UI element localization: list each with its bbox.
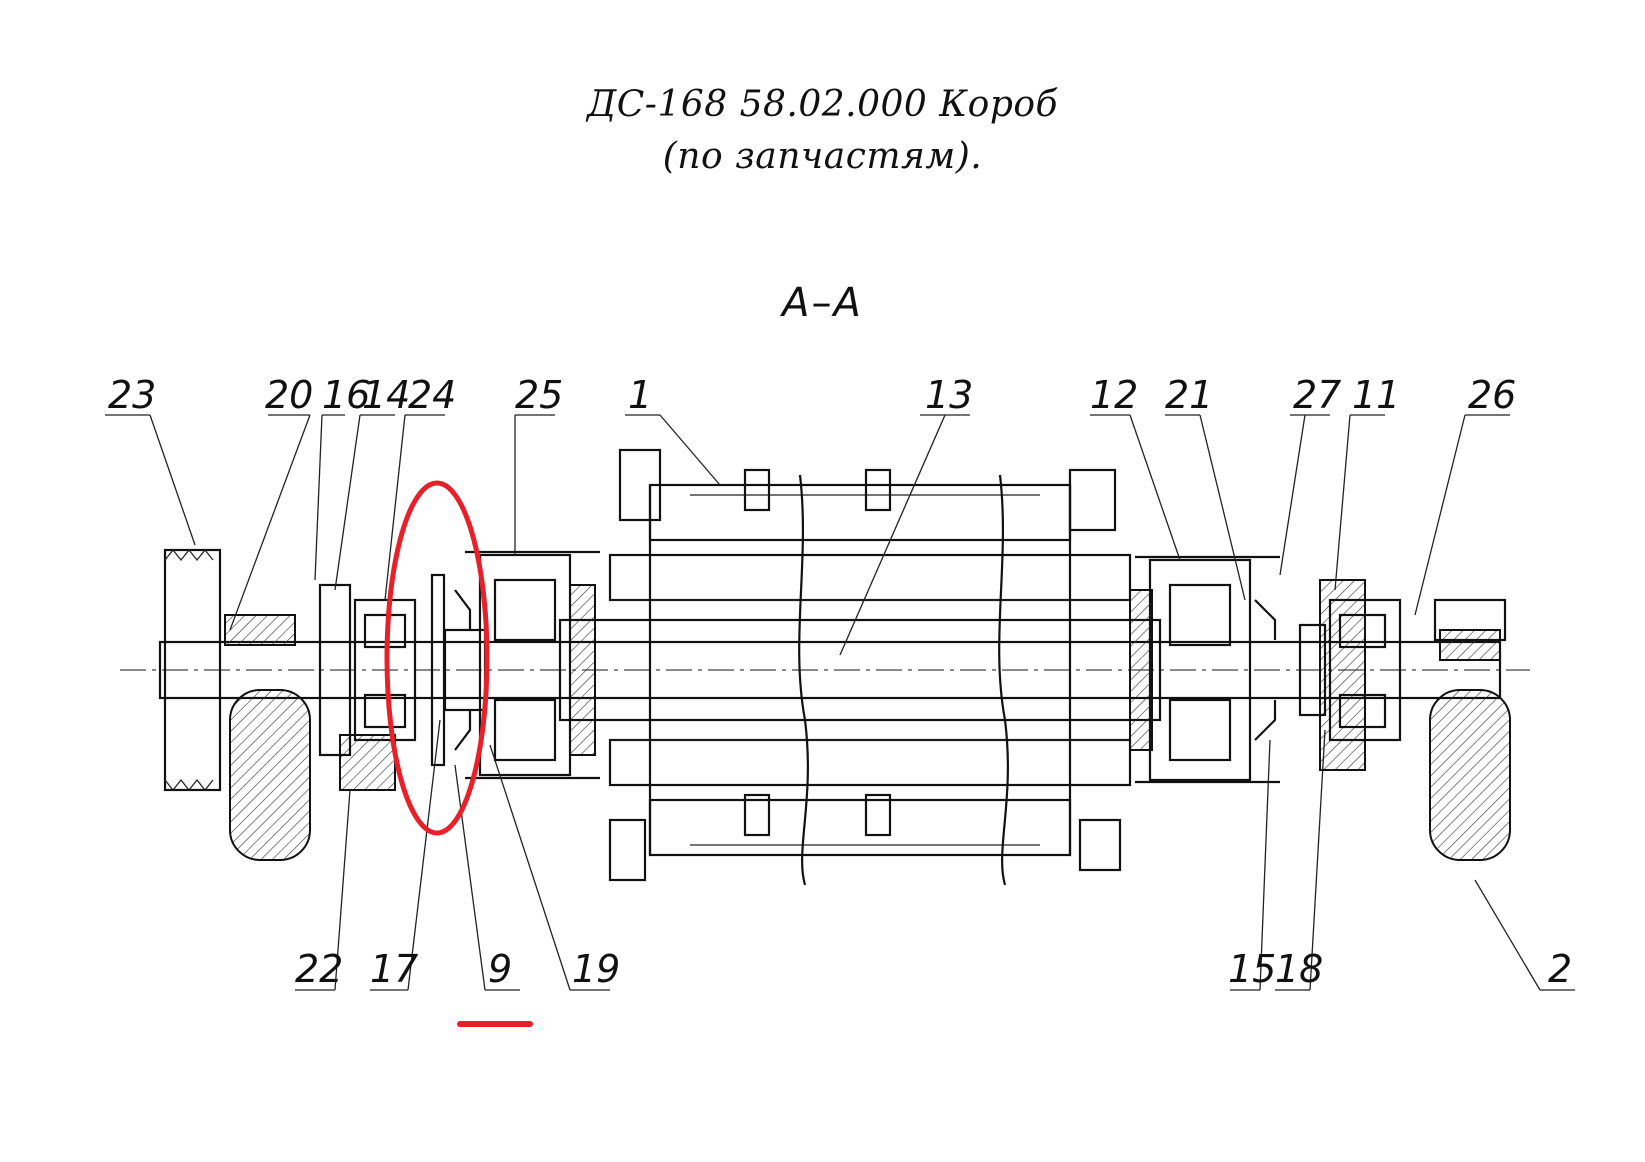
left-bearing-housing — [465, 550, 600, 780]
callout-17: 17 — [370, 947, 418, 991]
callout-23: 23 — [108, 373, 156, 417]
callout-22: 22 — [295, 947, 343, 991]
highlight-ellipse — [384, 480, 490, 836]
section-label: А–А — [782, 280, 863, 326]
left-pulley — [163, 548, 311, 861]
callout-26: 26 — [1468, 373, 1516, 417]
callout-2: 2 — [1548, 947, 1572, 991]
box-body — [608, 448, 1132, 886]
callout-15: 15 — [1228, 947, 1276, 991]
callout-1: 1 — [628, 373, 652, 417]
callout-16: 16 — [322, 373, 370, 417]
right-outer-bearing — [1298, 579, 1402, 771]
callout-27: 27 — [1293, 373, 1341, 417]
shaft — [158, 618, 1502, 722]
callout-19: 19 — [572, 947, 620, 991]
callout-14: 14 — [362, 373, 410, 417]
drawing-title: ДС-168 58.02.000 Короб — [586, 84, 1059, 125]
callout-11: 11 — [1352, 373, 1400, 417]
callout-9: 9 — [488, 947, 512, 991]
callout-labels: 23 20 16 14 24 25 1 13 12 21 27 11 26 22… — [108, 373, 1572, 991]
callout-20: 20 — [265, 373, 313, 417]
callout-21: 21 — [1165, 373, 1213, 417]
callout-12: 12 — [1090, 373, 1138, 417]
callout-24: 24 — [408, 373, 456, 417]
drawing-subtitle: (по запчастям). — [662, 136, 983, 177]
leader-lines — [105, 414, 1575, 991]
callout-25: 25 — [515, 373, 563, 417]
right-pulley — [1429, 598, 1511, 861]
callout-18: 18 — [1275, 947, 1323, 991]
left-bearing — [318, 583, 417, 791]
right-bearing-housing — [1129, 555, 1280, 784]
highlight-annotation — [384, 480, 533, 1027]
callout-13: 13 — [925, 373, 973, 417]
